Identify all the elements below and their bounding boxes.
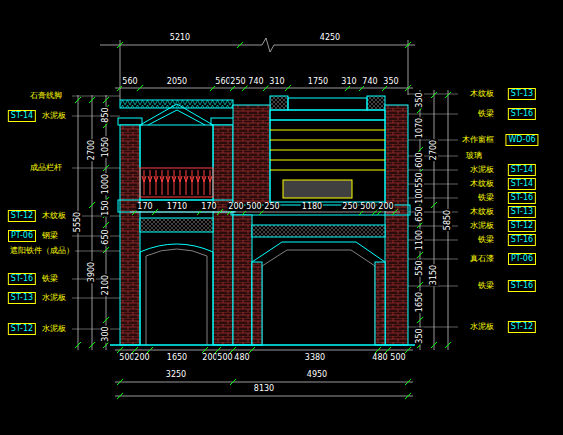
dimension-text: 500	[245, 203, 262, 211]
dimension-text: 2050	[166, 78, 188, 86]
material-note: 水泥板	[469, 323, 495, 331]
dimension-text: 250	[229, 78, 246, 86]
material-note: 遮阳铁件（成品）	[9, 247, 75, 255]
dimension-text: 740	[361, 78, 378, 86]
dimension-text: 1000	[102, 173, 110, 195]
dimension-text: 1650	[166, 354, 188, 362]
material-note: 铁梁	[477, 110, 495, 118]
dimension-text: 150	[102, 199, 110, 216]
material-note: 成品栏杆	[29, 164, 63, 172]
dimension-text: 1710	[166, 203, 188, 211]
material-note: 木作窗框	[461, 136, 495, 144]
material-code: ST-12	[508, 220, 536, 232]
material-note: 钢梁	[41, 232, 59, 240]
building	[0, 0, 415, 345]
material-code: PT-06	[508, 253, 536, 265]
material-code: PT-06	[8, 230, 36, 242]
material-note: 铁梁	[477, 236, 495, 244]
dimension-text: 310	[268, 78, 285, 86]
material-code: ST-16	[508, 234, 536, 246]
dimension-text: 3900	[88, 261, 96, 283]
dimension-text: 4950	[306, 371, 328, 379]
material-code: ST-13	[508, 88, 536, 100]
material-code: WD-06	[505, 134, 538, 146]
material-code: ST-16	[8, 273, 36, 285]
dimension-text: 170	[136, 203, 153, 211]
dimension-text: 480	[371, 354, 388, 362]
dimension-text: 170	[200, 203, 217, 211]
dimension-text: 1180	[301, 203, 323, 211]
material-code: ST-14	[8, 110, 36, 122]
dimension-text: 2100	[102, 274, 110, 296]
material-code: ST-14	[508, 164, 536, 176]
dimension-text: 5210	[169, 34, 191, 42]
dimension-text: 8130	[253, 385, 275, 393]
dimension-text: 500	[216, 354, 233, 362]
dimension-text: 3150	[430, 264, 438, 286]
material-note: 水泥板	[41, 112, 67, 120]
dimension-text: 500	[389, 354, 406, 362]
dimension-text: 350	[382, 78, 399, 86]
material-note: 木纹板	[469, 208, 495, 216]
dimension-text: 650	[102, 228, 110, 245]
material-note: 水泥板	[469, 166, 495, 174]
material-code: ST-13	[8, 292, 36, 304]
material-note: 木纹板	[469, 180, 495, 188]
dimension-text: 3380	[304, 354, 326, 362]
dimension-text: 200	[377, 203, 394, 211]
dimension-text: 550	[416, 171, 424, 188]
dimension-text: 200	[227, 203, 244, 211]
dimension-text: 3250	[165, 371, 187, 379]
material-note: 铁梁	[477, 282, 495, 290]
dimension-text: 5850	[444, 209, 452, 231]
dimension-text: 5550	[74, 211, 82, 233]
dimension-text: 350	[416, 91, 424, 108]
dimension-text: 550	[416, 259, 424, 276]
dimension-text: 560	[121, 78, 138, 86]
dimension-text: 300	[102, 325, 110, 342]
dimension-text: 2700	[88, 139, 96, 161]
material-code: ST-13	[508, 206, 536, 218]
material-code: ST-14	[508, 178, 536, 190]
material-note: 水泥板	[41, 325, 67, 333]
dimension-text: 1100	[416, 229, 424, 251]
material-note: 玻璃	[465, 152, 483, 160]
dimension-text: 200	[133, 354, 150, 362]
dimension-text: 480	[233, 354, 250, 362]
dimension-text: 250	[263, 203, 280, 211]
material-note: 木纹板	[41, 212, 67, 220]
material-code: ST-16	[508, 192, 536, 204]
dimension-text: 100	[416, 187, 424, 204]
material-code: ST-16	[508, 280, 536, 292]
dimension-text: 250	[341, 203, 358, 211]
dimension-lines	[72, 38, 458, 399]
material-note: 铁梁	[41, 275, 59, 283]
dimension-text: 500	[359, 203, 376, 211]
dimension-text: 4250	[319, 34, 341, 42]
dimension-text: 2700	[430, 139, 438, 161]
dimension-text: 1750	[307, 78, 329, 86]
material-note: 水泥板	[41, 294, 67, 302]
dimension-text: 1050	[102, 136, 110, 158]
material-code: ST-16	[508, 108, 536, 120]
dimension-text: 1650	[416, 291, 424, 313]
dimension-text: 740	[247, 78, 264, 86]
material-code: ST-12	[508, 321, 536, 333]
material-code: ST-12	[8, 323, 36, 335]
material-code: ST-12	[8, 210, 36, 222]
material-note: 水泥板	[469, 222, 495, 230]
dimension-text: 650	[416, 205, 424, 222]
dimension-text: 310	[340, 78, 357, 86]
material-note: 木纹板	[469, 90, 495, 98]
dimension-text: 850	[102, 106, 110, 123]
material-note: 真石漆	[469, 255, 495, 263]
material-note: 石膏线脚	[29, 92, 63, 100]
dimension-text: 600	[416, 151, 424, 168]
dimension-text: 350	[416, 327, 424, 344]
dimension-text: 1070	[416, 117, 424, 139]
material-note: 铁梁	[477, 194, 495, 202]
